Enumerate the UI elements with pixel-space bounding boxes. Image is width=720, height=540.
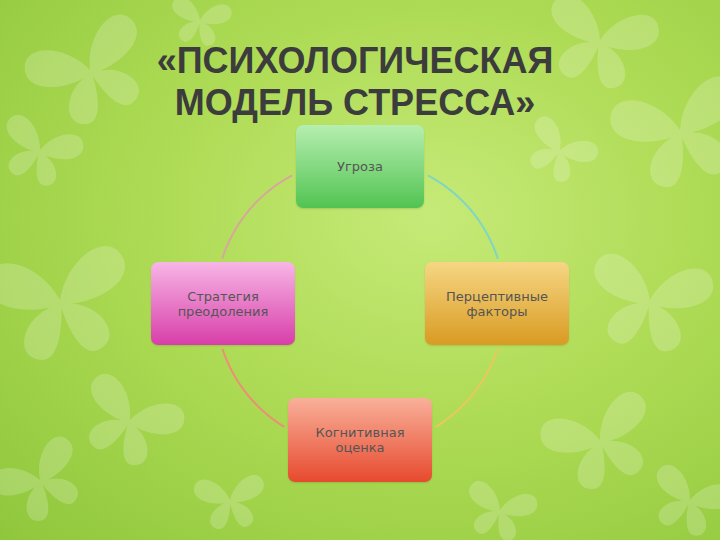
- slide-title: «ПСИХОЛОГИЧЕСКАЯ МОДЕЛЬ СТРЕССА»: [115, 40, 595, 124]
- box-text-holder: Перцептивные факторы: [425, 289, 569, 319]
- cycle-connector: [436, 350, 497, 427]
- cycle-connector: [429, 176, 498, 258]
- process-box: Когнитивная оценка: [288, 398, 432, 482]
- box-text-holder: Стратегия преодоления: [151, 289, 295, 319]
- cycle-connector: [223, 350, 284, 427]
- box-text-holder: Угроза: [331, 159, 389, 174]
- box-label: Угроза: [331, 159, 389, 174]
- process-box: Стратегия преодоления: [151, 262, 295, 345]
- box-text-holder: Когнитивная оценка: [288, 425, 432, 455]
- box-label: Когнитивная оценка: [288, 425, 432, 455]
- box-label: Стратегия преодоления: [151, 289, 295, 319]
- cycle-connector: [222, 176, 291, 258]
- process-box: Перцептивные факторы: [425, 262, 569, 345]
- process-box: Угроза: [296, 125, 424, 208]
- box-label: Перцептивные факторы: [425, 289, 569, 319]
